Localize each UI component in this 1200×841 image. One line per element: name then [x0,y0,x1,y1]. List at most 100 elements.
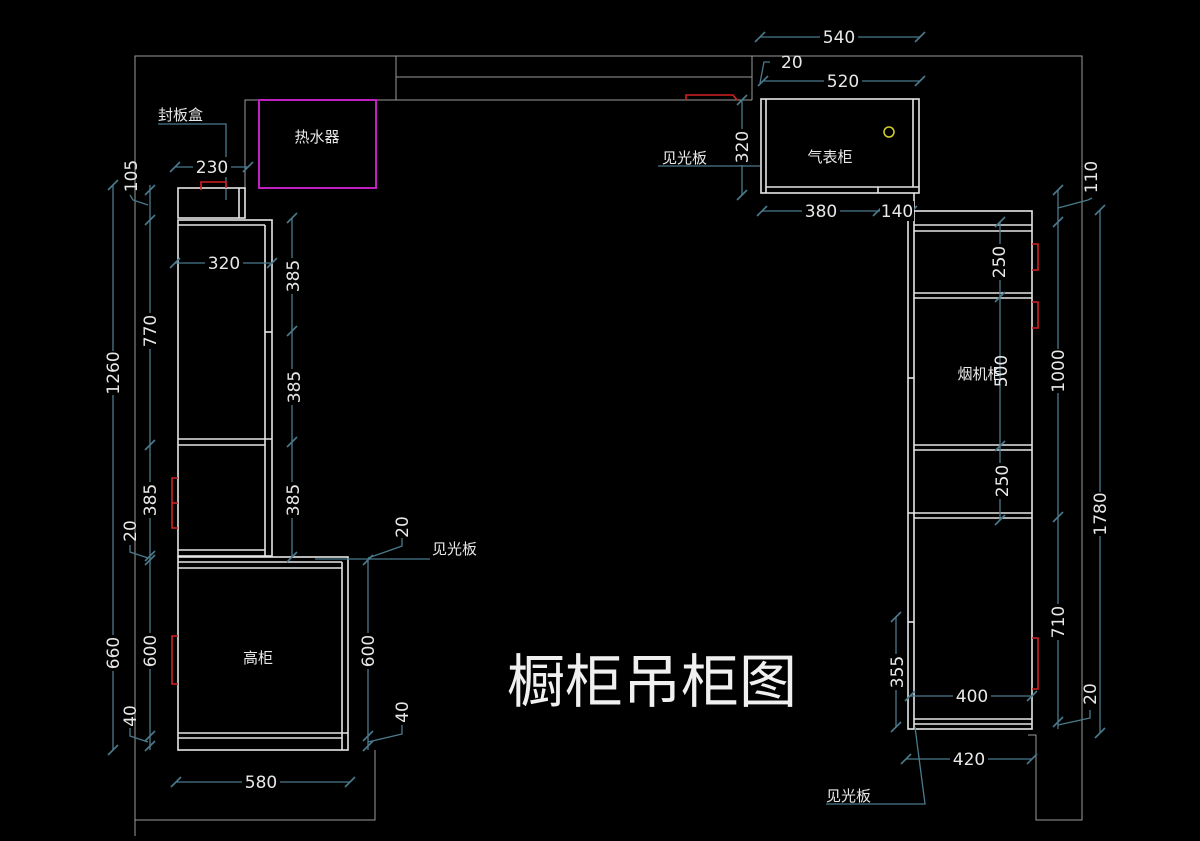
tall-cabinet-handle [171,635,178,685]
sealing-box-handle [200,181,227,190]
sealing-box [177,187,246,219]
dim-leader-20-left [129,545,149,559]
left-upper-cabinet [171,181,273,557]
wall-outer-line [134,55,1083,836]
dim-1000: 1000 [1049,349,1069,392]
dim-leader-20-top [759,61,770,84]
dimension-tick [144,214,156,226]
dimension-tick [736,94,748,106]
dim-leader-40-left [129,728,149,743]
dim-420: 420 [953,750,985,770]
dim-600-right: 600 [359,635,379,667]
dimension-labels: 540 20 520 380 140 230 320 580 400 420 [193,27,991,793]
dim-520: 520 [827,72,859,92]
callout-labels: 见光板 见光板 见光板 [432,149,871,805]
tall-cabinet-body [177,556,349,751]
dimension-tick [1052,511,1064,523]
wall-outline [134,55,1083,836]
dimension-tick [757,75,769,87]
dim-40-left: 40 [121,705,141,727]
dimension-tick [169,161,181,173]
dimension-tick [169,257,181,269]
water-heater: 热水器 [258,99,377,189]
tall-cabinet-label: 高柜 [243,649,273,667]
tall-cabinet: 高柜 [171,556,349,751]
dimension-tick [144,730,156,742]
dim-40-right: 40 [393,701,413,723]
dim-hood-250-bottom: 250 [993,465,1013,497]
dim-leader-105 [129,194,149,206]
range-hood-cabinet-body [907,210,1033,730]
beam-handle [685,94,738,101]
dim-20-left: 20 [121,520,141,542]
dimension-tick [756,205,768,217]
dimension-tick [362,730,374,742]
gas-meter-marker [883,126,895,138]
dimension-tick [144,740,156,752]
visible-panel-label-top: 见光板 [662,149,707,167]
dim-580: 580 [245,773,277,793]
dimension-tick [914,75,926,87]
dim-230: 230 [196,158,228,178]
dimension-tick [144,554,156,566]
dimension-tick [286,325,298,337]
dimension-tick [144,184,156,196]
dim-320-left: 320 [208,254,240,274]
visible-panel-leader-bottom [826,726,926,805]
dim-110: 110 [1082,161,1102,193]
dimension-tick [362,740,374,752]
dimension-tick [994,440,1006,452]
water-heater-box [258,99,377,189]
dim-385-left: 385 [141,484,161,516]
dimension-tick [914,31,926,43]
dimension-ticks [107,31,1106,788]
range-hood-cabinet: 烟机柜 [907,193,1039,730]
dimension-tick [362,554,374,566]
dim-380: 380 [805,202,837,222]
visible-panel-label-bottom: 见光板 [826,787,871,805]
hood-handle-1 [1032,243,1039,271]
dimension-tick [736,189,748,201]
dim-leader-20-right [367,538,403,559]
dim-leader-110 [1057,197,1093,209]
dimension-tick [1052,216,1064,228]
dimension-tick [994,216,1006,228]
dimension-tick [1026,690,1038,702]
dimension-tick [144,550,156,562]
hood-handle-2 [1032,301,1039,329]
dimension-tick [144,439,156,451]
dim-770: 770 [141,315,161,347]
range-hood-cabinet-label: 烟机柜 [957,365,1002,383]
dimension-tick [107,179,119,191]
dim-660: 660 [104,637,124,669]
dimension-tick [286,212,298,224]
dim-600-left: 600 [141,635,161,667]
dimension-tick [286,551,298,563]
sealing-box-callout: 封板盒 [158,106,227,200]
gas-meter-cabinet-label: 气表柜 [807,148,852,166]
dimension-tick [754,31,766,43]
hood-handle-3 [1032,637,1039,690]
dimension-tick [994,514,1006,526]
dim-shelf-3: 385 [284,484,304,516]
dim-20-right-bottom: 20 [1081,683,1101,705]
dim-hood-500: 500 [992,355,1012,387]
dimension-tick [286,436,298,448]
visible-panel-label-left: 见光板 [432,540,477,558]
dim-20-top: 20 [781,53,803,73]
dimension-tick [904,690,916,702]
dimension-tick [1026,753,1038,765]
gas-meter-cabinet-body [760,98,920,194]
water-heater-label: 热水器 [294,128,339,146]
dim-355: 355 [888,656,908,688]
ceiling-line [244,99,752,218]
sealing-box-label: 封板盒 [158,106,203,124]
wall-left-bottom [135,750,376,821]
dim-400: 400 [956,687,988,707]
dimension-tick [266,257,278,269]
dimension-tick [890,721,902,733]
dim-leader-20-right-bottom [1057,710,1091,726]
dim-hood-250-top: 250 [990,246,1010,278]
